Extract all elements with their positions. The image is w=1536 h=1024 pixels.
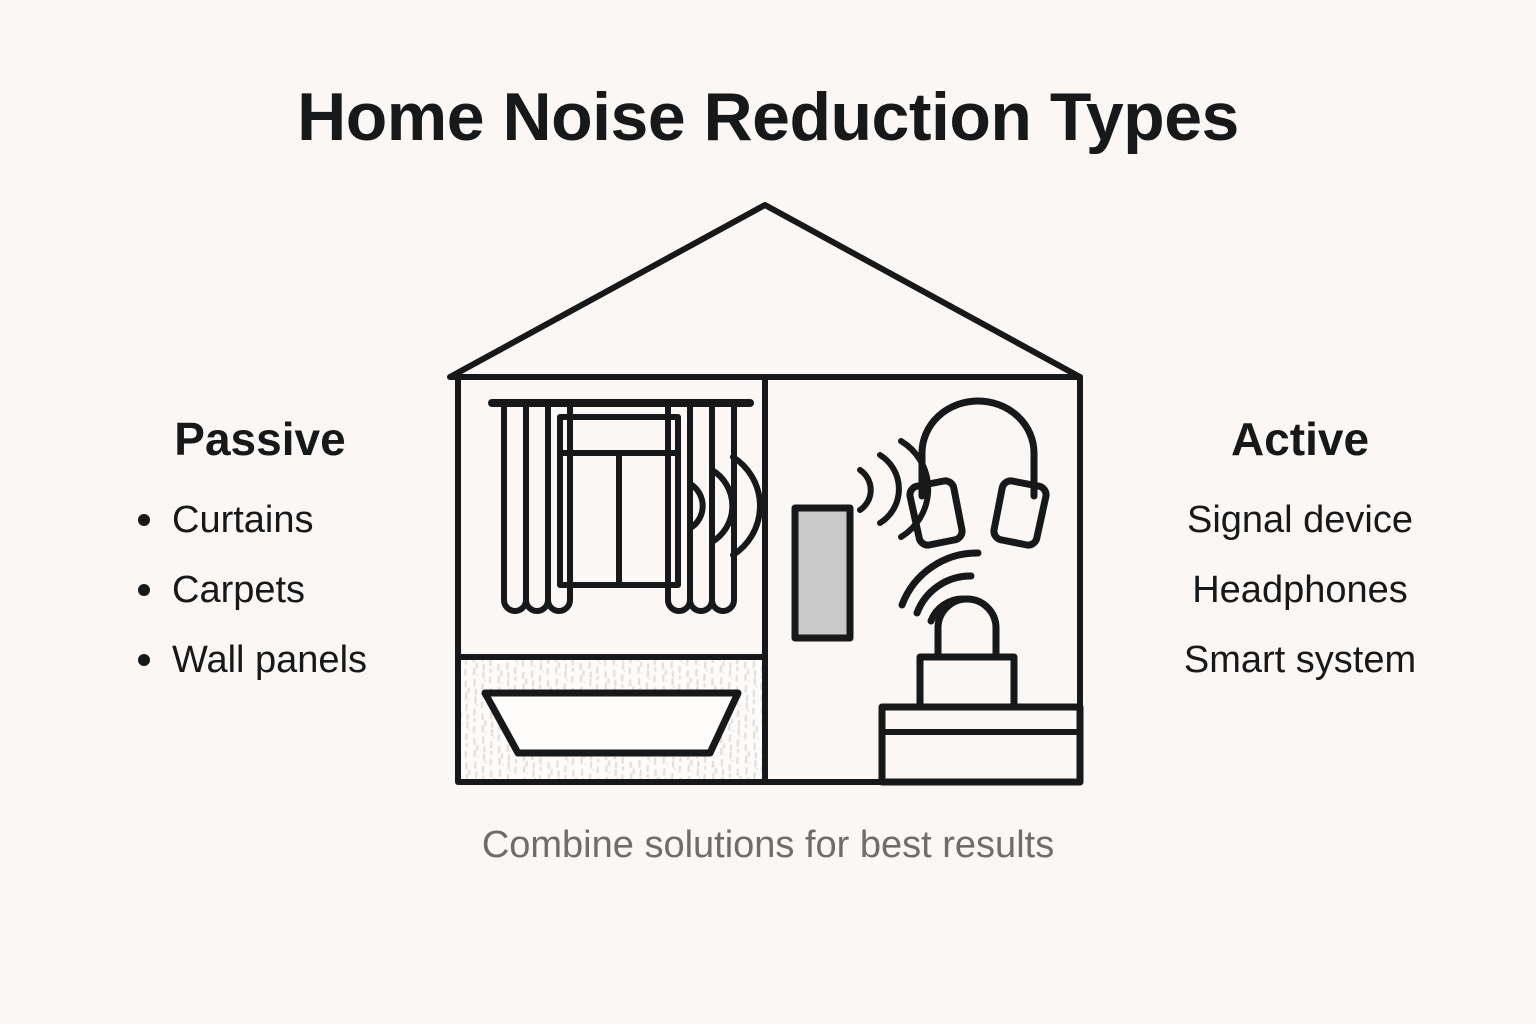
headphones-icon: [906, 397, 1050, 549]
page-title: Home Noise Reduction Types: [297, 79, 1239, 155]
roof-triangle: [447, 202, 1083, 380]
list-item-label: Smart system: [1183, 639, 1417, 682]
bullet-icon: [138, 514, 150, 527]
house-cutaway-svg: [447, 202, 1084, 786]
bullet-icon: [138, 584, 150, 597]
list-item: Carpets: [138, 571, 460, 609]
house-illustration: [420, 185, 1120, 810]
list-item: Wall panels: [138, 641, 460, 679]
active-list: Signal device Headphones Smart system: [1090, 501, 1510, 679]
sound-wave-icon: [857, 438, 932, 540]
list-item-label: Headphones: [1192, 569, 1408, 612]
passive-heading: Passive: [174, 413, 346, 465]
window-icon: [557, 414, 681, 588]
house-walls: [455, 374, 1083, 785]
list-item: Headphones: [1090, 571, 1510, 609]
list-item-label: Curtains: [172, 499, 314, 542]
list-item: Smart system: [1090, 641, 1510, 679]
active-heading: Active: [1230, 413, 1370, 465]
carpet-icon: [481, 689, 742, 757]
passive-list: Curtains Carpets Wall panels: [60, 501, 460, 679]
list-item-label: Carpets: [172, 569, 306, 612]
wall-panel-icon: [791, 504, 854, 642]
list-item: Curtains: [138, 501, 460, 539]
list-item: Signal device: [1090, 501, 1510, 539]
active-column: Active Signal device Headphones Smart sy…: [1090, 415, 1510, 711]
bullet-icon: [138, 654, 150, 667]
curtains-icon: [488, 399, 754, 614]
cabinet-icon: [878, 703, 1084, 786]
footer-caption: Combine solutions for best results: [481, 824, 1055, 866]
passive-column: Passive Curtains Carpets Wall panels: [60, 415, 460, 711]
list-item-label: Wall panels: [172, 639, 368, 682]
list-item-label: Signal device: [1186, 499, 1414, 542]
sound-wave-icon: [689, 454, 763, 558]
